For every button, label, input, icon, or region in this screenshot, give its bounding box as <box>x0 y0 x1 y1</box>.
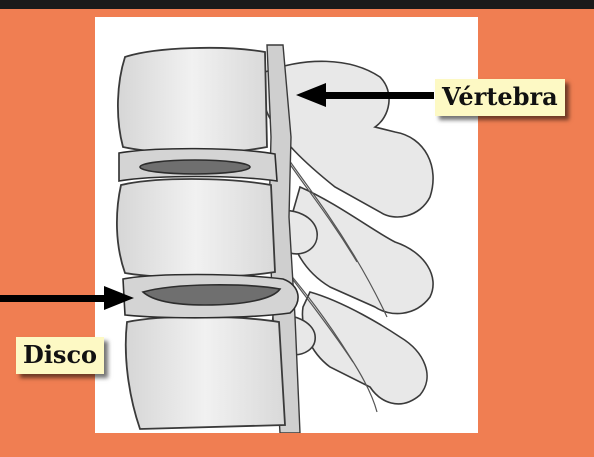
arrow-to-vertebra <box>296 82 436 108</box>
spine-illustration <box>95 17 478 433</box>
top-rule <box>0 0 594 9</box>
vertebra-lower <box>126 317 285 429</box>
vertebra-label: Vértebra <box>435 79 565 116</box>
spine-drawing <box>95 17 478 433</box>
disc-label: Disco <box>16 337 104 374</box>
arrow-to-disc <box>0 285 135 311</box>
vertebra-middle <box>117 179 275 277</box>
vertebral-bodies <box>117 48 285 429</box>
vertebra-upper <box>118 48 267 153</box>
